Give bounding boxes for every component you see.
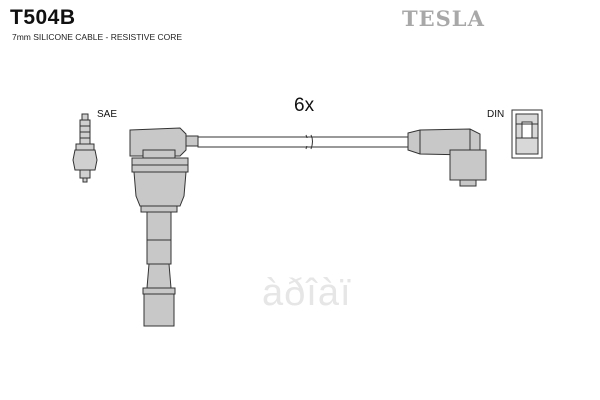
din-terminal-icon (511, 109, 543, 159)
watermark: àðîàï (262, 272, 352, 314)
quantity-label: 6x (294, 95, 315, 116)
ignition-cable (197, 134, 409, 150)
sae-label: SAE (97, 109, 118, 120)
cable-spec: 7mm SILICONE CABLE - RESISTIVE CORE (12, 32, 183, 42)
brand-logo: TESLA (402, 6, 485, 31)
spark-plug-icon (72, 113, 98, 183)
din-label: DIN (487, 109, 505, 120)
angled-boot-connector (407, 128, 487, 187)
long-boot-connector (129, 127, 199, 327)
product-code: T504B (10, 6, 76, 29)
